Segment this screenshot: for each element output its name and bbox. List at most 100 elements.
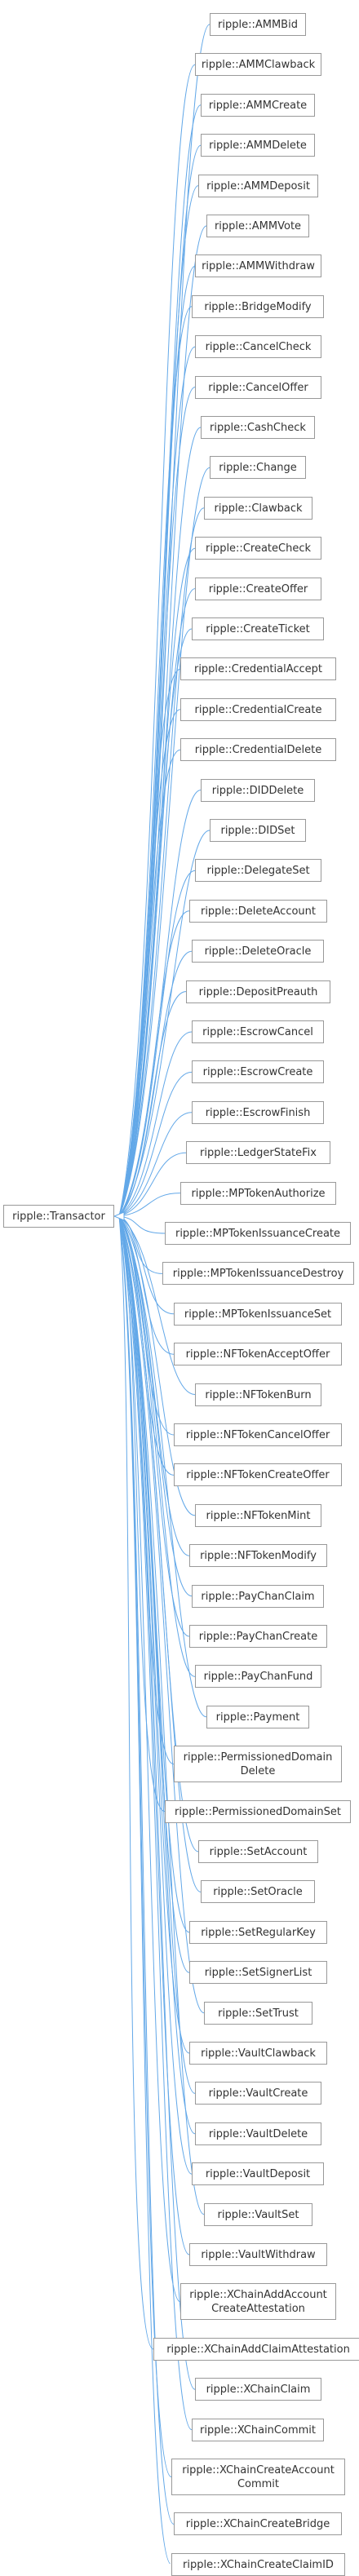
class-node-ammclawback[interactable]: ripple::AMMClawback [195,53,321,76]
class-node-delete-account[interactable]: ripple::DeleteAccount [189,900,327,923]
class-node-permissioned-domain-set[interactable]: ripple::PermissionedDomainSet [165,1800,351,1823]
inheritance-edge [118,64,196,1217]
inheritance-edge [118,1215,154,2350]
inheritance-edge [118,547,196,1217]
class-node-xchain-create-claim-id[interactable]: ripple::XChainCreateClaimID [171,2553,345,2576]
class-node-label: ripple::NFTokenCreateOffer [186,1468,330,1481]
class-node-label: ripple::AMMVote [214,219,302,232]
class-node-xchain-commit[interactable]: ripple::XChainCommit [192,2419,324,2441]
class-node-label: ripple::PayChanClaim [201,1590,315,1603]
class-node-change[interactable]: ripple::Change [210,456,306,479]
class-node-ammcreate[interactable]: ripple::AMMCreate [201,94,315,117]
class-node-escrow-create[interactable]: ripple::EscrowCreate [192,1060,324,1083]
class-node-escrow-cancel[interactable]: ripple::EscrowCancel [192,1020,324,1043]
class-node-bridge-modify[interactable]: ripple::BridgeModify [192,295,324,318]
inheritance-edge [118,507,205,1217]
class-node-mptoken-issuance-destroy[interactable]: ripple::MPTokenIssuanceDestroy [162,1262,354,1285]
class-node-credential-create[interactable]: ripple::CredentialCreate [180,698,336,721]
class-node-label: ripple::PayChanFund [203,1670,313,1683]
class-node-label: ripple::SetOracle [213,1885,303,1898]
inheritance-edge [118,668,181,1217]
class-node-cancel-check[interactable]: ripple::CancelCheck [195,335,321,358]
class-node-didset[interactable]: ripple::DIDSet [210,819,306,842]
inheritance-edge [118,387,196,1217]
class-node-ammbid[interactable]: ripple::AMMBid [210,13,306,36]
class-node-xchain-add-claim-attestation[interactable]: ripple::XChainAddClaimAttestation [153,2338,359,2361]
inheritance-edge [118,1215,171,2564]
class-node-mptoken-issuance-set[interactable]: ripple::MPTokenIssuanceSet [174,1303,342,1326]
class-node-delegate-set[interactable]: ripple::DelegateSet [195,859,321,882]
class-node-create-check[interactable]: ripple::CreateCheck [195,537,321,560]
class-node-label: ripple::Change [219,461,297,474]
inheritance-edge [118,1215,196,2135]
class-node-label: ripple::MPTokenIssuanceDestroy [172,1267,344,1280]
class-node-pay-chan-fund[interactable]: ripple::PayChanFund [195,1665,321,1688]
class-node-create-offer[interactable]: ripple::CreateOffer [195,578,321,600]
class-node-label: ripple::DelegateSet [206,864,310,877]
class-node-xchain-add-account-create-attestation[interactable]: ripple::XChainAddAccount CreateAttestati… [180,2283,336,2320]
class-node-delete-oracle[interactable]: ripple::DeleteOracle [192,940,324,963]
class-node-nftoken-create-offer[interactable]: ripple::NFTokenCreateOffer [174,1463,342,1486]
inheritance-edge [118,346,196,1217]
class-node-label: ripple::AMMDeposit [206,179,310,193]
class-node-ledger-state-fix[interactable]: ripple::LedgerStateFix [186,1141,330,1164]
class-node-xchain-claim[interactable]: ripple::XChainClaim [195,2378,321,2401]
inheritance-edge [118,1215,205,2014]
class-node-mptoken-issuance-create[interactable]: ripple::MPTokenIssuanceCreate [165,1222,351,1245]
class-node-ammwithdraw[interactable]: ripple::AMMWithdraw [195,255,321,277]
inheritance-edge [118,588,196,1217]
class-node-nftoken-burn[interactable]: ripple::NFTokenBurn [195,1383,321,1406]
class-node-vault-clawback[interactable]: ripple::VaultClawback [189,2042,327,2065]
class-node-xchain-create-account-commit[interactable]: ripple::XChainCreateAccount Commit [171,2459,345,2495]
class-node-deposit-preauth[interactable]: ripple::DepositPreauth [186,980,330,1003]
class-node-label: ripple::PermissionedDomain Delete [183,1751,333,1777]
class-node-set-oracle[interactable]: ripple::SetOracle [201,1880,315,1903]
class-node-label: ripple::VaultDelete [208,2127,308,2140]
class-node-label: ripple::MPTokenAuthorize [191,1187,326,1200]
inheritance-edge [118,1215,181,2303]
class-node-ammdeposit[interactable]: ripple::AMMDeposit [198,175,318,197]
class-node-diddelete[interactable]: ripple::DIDDelete [201,779,315,802]
class-node-nftoken-cancel-offer[interactable]: ripple::NFTokenCancelOffer [174,1423,342,1446]
class-node-label: ripple::CredentialCreate [194,703,322,716]
class-node-nftoken-mint[interactable]: ripple::NFTokenMint [195,1504,321,1527]
class-node-vault-deposit[interactable]: ripple::VaultDeposit [192,2162,324,2185]
class-node-label: ripple::PayChanCreate [198,1630,318,1643]
class-node-vault-delete[interactable]: ripple::VaultDelete [195,2122,321,2145]
class-node-credential-delete[interactable]: ripple::CredentialDelete [180,738,336,761]
class-node-permissioned-domain-delete[interactable]: ripple::PermissionedDomain Delete [174,1746,342,1782]
class-node-label: ripple::VaultWithdraw [201,2248,316,2261]
class-node-label: ripple::XChainClaim [206,2383,311,2396]
class-node-label: ripple::NFTokenCancelOffer [185,1428,330,1441]
class-node-cancel-offer[interactable]: ripple::CancelOffer [195,376,321,399]
class-node-vault-create[interactable]: ripple::VaultCreate [195,2082,321,2105]
class-node-transactor[interactable]: ripple::Transactor [3,1205,114,1228]
class-node-set-trust[interactable]: ripple::SetTrust [204,2002,312,2025]
inheritance-edge [118,1215,190,2054]
class-node-nftoken-accept-offer[interactable]: ripple::NFTokenAcceptOffer [174,1343,342,1365]
class-node-label: ripple::VaultCreate [208,2087,308,2100]
class-node-create-ticket[interactable]: ripple::CreateTicket [192,617,324,640]
class-node-set-regular-key[interactable]: ripple::SetRegularKey [189,1921,327,1944]
inheritance-edge [118,709,181,1217]
class-node-mptoken-authorize[interactable]: ripple::MPTokenAuthorize [180,1182,336,1205]
class-node-set-account[interactable]: ripple::SetAccount [198,1840,318,1863]
class-node-ammvote[interactable]: ripple::AMMVote [206,215,309,237]
class-node-nftoken-modify[interactable]: ripple::NFTokenModify [189,1544,327,1567]
class-node-vault-set[interactable]: ripple::VaultSet [204,2203,312,2226]
class-node-payment[interactable]: ripple::Payment [206,1706,309,1728]
class-node-xchain-create-bridge[interactable]: ripple::XChainCreateBridge [174,2512,342,2535]
class-node-escrow-finish[interactable]: ripple::EscrowFinish [192,1101,324,1124]
class-node-pay-chan-claim[interactable]: ripple::PayChanClaim [192,1585,324,1608]
class-node-ammdelete[interactable]: ripple::AMMDelete [201,134,315,157]
class-node-label: ripple::PermissionedDomainSet [175,1805,341,1818]
inheritance-edge [118,1215,175,2525]
class-node-vault-withdraw[interactable]: ripple::VaultWithdraw [189,2243,327,2266]
class-node-pay-chan-create[interactable]: ripple::PayChanCreate [189,1625,327,1648]
class-node-set-signer-list[interactable]: ripple::SetSignerList [189,1961,327,1984]
class-node-credential-accept[interactable]: ripple::CredentialAccept [180,657,336,680]
class-node-cash-check[interactable]: ripple::CashCheck [201,416,315,439]
class-node-label: ripple::AMMWithdraw [202,259,315,272]
class-node-label: ripple::XChainCommit [200,2423,316,2437]
class-node-clawback[interactable]: ripple::Clawback [204,497,312,520]
